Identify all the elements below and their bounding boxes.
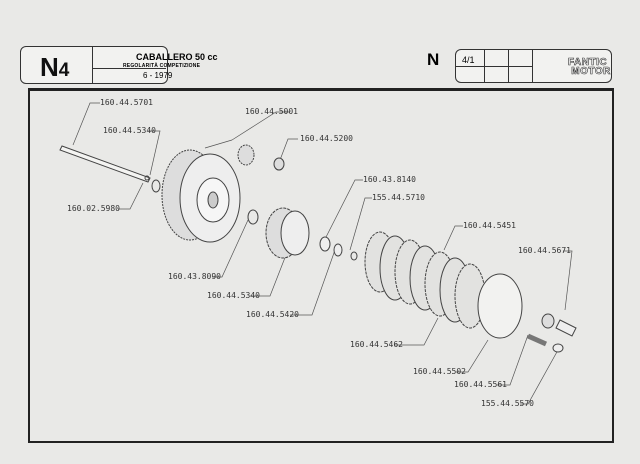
- page-number: 4/1: [462, 55, 475, 65]
- part-label: 160.44.5701: [100, 98, 153, 107]
- pinion-gear: [237, 144, 255, 166]
- part-label: 160.44.5001: [245, 107, 298, 116]
- model-name: CABALLERO 50 cc: [136, 52, 218, 62]
- screw: [552, 343, 564, 353]
- part-label: 160.44.5561: [454, 380, 507, 389]
- diagram-frame: [28, 88, 614, 443]
- part-label: 160.43.8140: [363, 175, 416, 184]
- clutch-housing: [161, 149, 241, 243]
- pushrod: [59, 145, 151, 183]
- divider: [92, 46, 93, 84]
- model-date: 6 - 1979: [143, 71, 173, 80]
- spring: [526, 333, 548, 347]
- part-label: 160.44.5671: [518, 246, 571, 255]
- nut: [273, 157, 285, 171]
- part-label: 160.44.5502: [413, 367, 466, 376]
- model-code-box: [20, 46, 168, 84]
- model-code: N4: [40, 52, 69, 83]
- clutch-hub: [265, 207, 310, 259]
- washer: [151, 179, 161, 193]
- code-letter: N: [40, 52, 59, 82]
- pin: [555, 319, 577, 337]
- pressure-plate: [477, 273, 523, 339]
- clutch-plates: [364, 231, 486, 329]
- brand-logo: FANTIC MOTOR: [568, 57, 611, 77]
- part-label: 160.44.5200: [300, 134, 353, 143]
- part-label: 160.02.5980: [67, 204, 120, 213]
- code-number: 4: [58, 60, 70, 81]
- part-label: 160.44.5451: [463, 221, 516, 230]
- part-label: 160.44.5340: [103, 126, 156, 135]
- part-label: 155.44.5710: [372, 193, 425, 202]
- divider: [92, 68, 166, 69]
- part-label: 160.44.5340: [207, 291, 260, 300]
- model-subtitle: REGOLARITÀ COMPETIZIONE: [123, 63, 201, 69]
- part-label: 160.44.5420: [246, 310, 299, 319]
- washer: [247, 209, 259, 225]
- part-label: 160.43.8090: [168, 272, 221, 281]
- hub-nut: [319, 236, 358, 261]
- part-label: 160.44.5462: [350, 340, 403, 349]
- leader-lines: [72, 102, 573, 405]
- part-label: 155.44.5570: [481, 399, 534, 408]
- bearing: [541, 313, 555, 329]
- section-letter: N: [427, 50, 440, 69]
